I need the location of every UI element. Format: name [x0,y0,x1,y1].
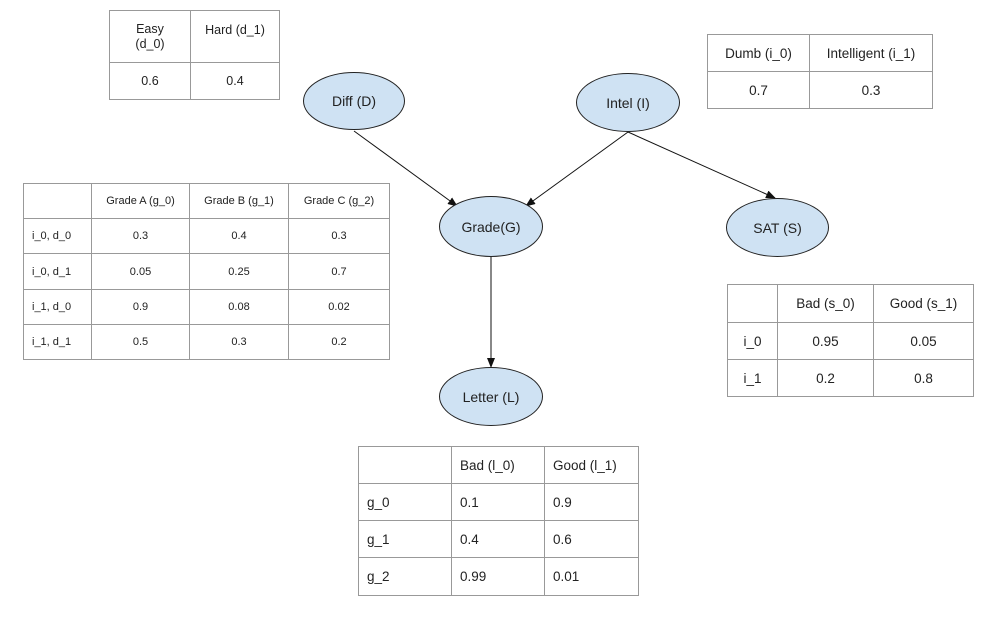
cpt-letter-row-label: g_1 [358,520,452,558]
cpt-intel-header-intelligent: Intelligent (i_1) [809,34,933,72]
cpt-grade-row: i_1, d_0 0.9 0.08 0.02 [23,289,390,325]
cpt-grade-header: Grade B (g_1) [189,183,289,219]
cpt-sat-corner [727,284,778,323]
cpt-intel-header-dumb: Dumb (i_0) [707,34,810,72]
cpt-grade-row: i_1, d_1 0.5 0.3 0.2 [23,324,390,360]
cpt-grade-cell: 0.3 [288,218,390,254]
cpt-grade-cell: 0.4 [189,218,289,254]
cpt-grade-cell: 0.2 [288,324,390,360]
node-intel: Intel (I) [576,73,680,132]
edge-intel-to-grade [525,131,629,207]
cpt-intel: Dumb (i_0) Intelligent (i_1) 0.7 0.3 [707,34,933,109]
cpt-diff-value: 0.6 [109,62,191,100]
cpt-letter-cell: 0.01 [544,557,639,596]
cpt-grade-cell: 0.7 [288,253,390,290]
cpt-letter-row: g_1 0.4 0.6 [358,520,639,558]
cpt-grade-cell: 0.02 [288,289,390,325]
cpt-grade-row: i_0, d_1 0.05 0.25 0.7 [23,253,390,290]
cpt-letter-cell: 0.1 [451,483,545,521]
cpt-letter-cell: 0.9 [544,483,639,521]
edge-diff-to-grade [353,130,458,207]
edge-intel-to-sat [627,131,776,199]
cpt-grade-row-label: i_1, d_0 [23,289,92,325]
cpt-letter-cell: 0.99 [451,557,545,596]
cpt-sat-cell: 0.05 [873,322,974,360]
cpt-letter-cell: 0.6 [544,520,639,558]
cpt-diff: Easy (d_0) Hard (d_1) 0.6 0.4 [109,10,280,100]
cpt-grade: Grade A (g_0) Grade B (g_1) Grade C (g_2… [23,183,390,360]
cpt-intel-value: 0.3 [809,71,933,109]
node-grade: Grade(G) [439,196,543,257]
cpt-letter-corner [358,446,452,484]
cpt-letter-row-label: g_2 [358,557,452,596]
cpt-grade-header: Grade C (g_2) [288,183,390,219]
cpt-grade-cell: 0.9 [91,289,190,325]
cpt-diff-value: 0.4 [190,62,280,100]
node-sat: SAT (S) [726,198,829,257]
cpt-grade-header: Grade A (g_0) [91,183,190,219]
cpt-grade-row-label: i_0, d_0 [23,218,92,254]
node-letter: Letter (L) [439,367,543,426]
cpt-sat: Bad (s_0) Good (s_1) i_0 0.95 0.05 i_1 0… [727,284,974,397]
cpt-letter-header: Good (l_1) [544,446,639,484]
cpt-letter-row-label: g_0 [358,483,452,521]
cpt-grade-cell: 0.3 [91,218,190,254]
cpt-grade-row-label: i_0, d_1 [23,253,92,290]
cpt-sat-cell: 0.8 [873,359,974,397]
cpt-letter-cell: 0.4 [451,520,545,558]
cpt-grade-corner [23,183,92,219]
cpt-letter-row: g_0 0.1 0.9 [358,483,639,521]
cpt-sat-row: i_0 0.95 0.05 [727,322,974,360]
cpt-grade-cell: 0.3 [189,324,289,360]
cpt-letter-header: Bad (l_0) [451,446,545,484]
cpt-sat-header: Good (s_1) [873,284,974,323]
cpt-grade-row: i_0, d_0 0.3 0.4 0.3 [23,218,390,254]
cpt-sat-cell: 0.95 [777,322,874,360]
cpt-sat-header: Bad (s_0) [777,284,874,323]
cpt-diff-header-hard: Hard (d_1) [190,10,280,63]
cpt-sat-row-label: i_1 [727,359,778,397]
cpt-letter: Bad (l_0) Good (l_1) g_0 0.1 0.9 g_1 0.4… [358,446,639,596]
cpt-sat-cell: 0.2 [777,359,874,397]
cpt-sat-row: i_1 0.2 0.8 [727,359,974,397]
cpt-diff-header-easy: Easy (d_0) [109,10,191,63]
cpt-letter-row: g_2 0.99 0.01 [358,557,639,596]
cpt-grade-cell: 0.5 [91,324,190,360]
cpt-grade-cell: 0.25 [189,253,289,290]
cpt-grade-cell: 0.05 [91,253,190,290]
cpt-grade-cell: 0.08 [189,289,289,325]
cpt-intel-value: 0.7 [707,71,810,109]
cpt-sat-row-label: i_0 [727,322,778,360]
cpt-grade-row-label: i_1, d_1 [23,324,92,360]
node-diff: Diff (D) [303,72,405,130]
